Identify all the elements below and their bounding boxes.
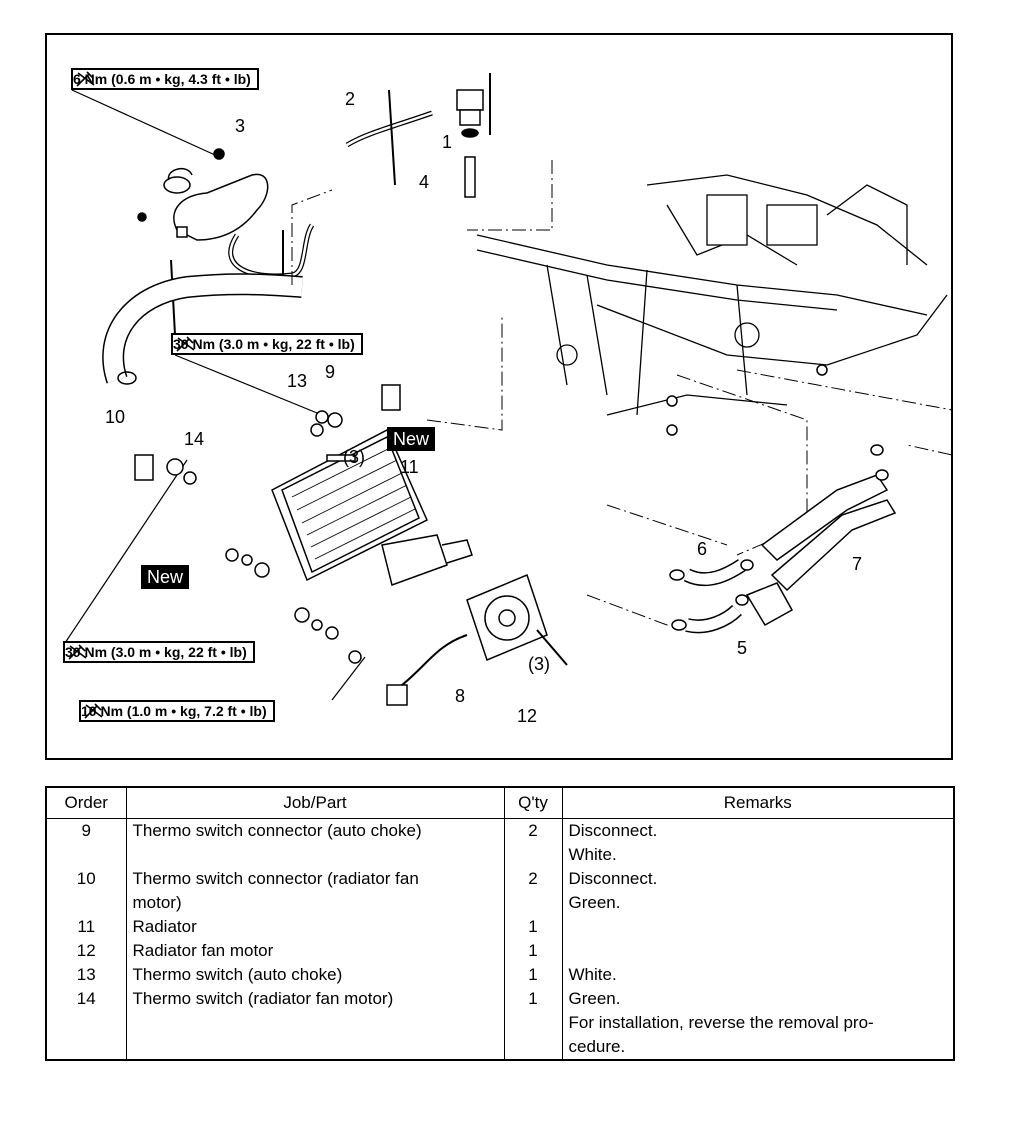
table-row: 9 Thermo switch connector (auto choke) 2… xyxy=(45,818,955,867)
cell-part: Radiator fan motor xyxy=(125,939,505,963)
callout-13: 13 xyxy=(287,371,308,391)
radiator-cap xyxy=(456,73,491,198)
header-order: Order xyxy=(45,786,127,819)
torque-spec-30nm-lower: 30 Nm (3.0 m • kg, 22 ft • lb) xyxy=(63,641,255,663)
callout-9: 9 xyxy=(325,362,336,382)
callout-5: 5 xyxy=(737,638,748,658)
cell-order: 10 xyxy=(45,867,127,915)
remark-line: White. xyxy=(568,845,617,864)
cell-order: 14 xyxy=(45,987,127,1060)
callout-1: 1 xyxy=(442,132,453,152)
callout-4: 4 xyxy=(419,172,430,192)
remark-line: White. xyxy=(568,965,617,984)
callout-6: 6 xyxy=(697,539,708,559)
leader-line xyxy=(331,656,366,701)
header-qty: Q'ty xyxy=(503,786,563,819)
cell-remarks xyxy=(561,915,955,939)
table-row: 12 Radiator fan motor 1 xyxy=(45,939,955,963)
torque-spec-30nm-upper: 30 Nm (3.0 m • kg, 22 ft • lb) xyxy=(171,333,363,355)
callout-14: 14 xyxy=(184,429,205,449)
callout-11: 11 xyxy=(400,457,419,477)
leader-line xyxy=(71,89,216,156)
callout-12: 12 xyxy=(517,706,538,726)
torque-value: 10 Nm (1.0 m • kg, 7.2 ft • lb) xyxy=(81,703,267,719)
torque-spec-10nm: 10 Nm (1.0 m • kg, 7.2 ft • lb) xyxy=(79,700,275,722)
part-line: motor) xyxy=(132,893,182,912)
thermo-switch-radiator-fan xyxy=(134,454,197,485)
callout-10: 10 xyxy=(105,407,126,427)
cell-qty: 1 xyxy=(503,987,563,1060)
reservoir-tank xyxy=(137,148,269,241)
torque-wrench-icon xyxy=(76,71,95,87)
remark-line: Disconnect. xyxy=(568,821,658,840)
header-job-part: Job/Part xyxy=(125,786,505,819)
table-row: 14 Thermo switch (radiator fan motor) 1 … xyxy=(45,987,955,1060)
callout-bolt-qty: (3) xyxy=(528,654,550,674)
leader-line xyxy=(64,459,188,644)
callout-bolt-qty: (3) xyxy=(343,447,365,467)
cell-qty: 2 xyxy=(503,818,563,867)
cell-qty: 1 xyxy=(503,915,563,939)
callout-8: 8 xyxy=(455,686,466,706)
part-line: Thermo switch connector (radiator fan xyxy=(132,869,419,888)
cell-remarks: Disconnect. Green. xyxy=(561,867,955,915)
torque-value: 30 Nm (3.0 m • kg, 22 ft • lb) xyxy=(173,336,355,352)
header-remarks: Remarks xyxy=(561,786,955,819)
cell-part: Thermo switch connector (radiator fan mo… xyxy=(125,867,505,915)
callout-3: 3 xyxy=(235,116,246,136)
cell-part: Thermo switch connector (auto choke) xyxy=(125,818,505,867)
radiator-fan-motor xyxy=(386,573,568,706)
water-pipe xyxy=(745,474,897,627)
table-row: 11 Radiator 1 xyxy=(45,915,955,939)
cell-remarks: Disconnect. White. xyxy=(561,818,955,867)
cell-part: Radiator xyxy=(125,915,505,939)
parts-table: Order Job/Part Q'ty Remarks 9 Thermo swi… xyxy=(45,786,955,1061)
cell-order: 9 xyxy=(45,818,127,867)
torque-wrench-icon xyxy=(176,336,195,352)
callout-7: 7 xyxy=(852,554,863,574)
torque-value: 30 Nm (3.0 m • kg, 22 ft • lb) xyxy=(65,644,247,660)
leader-line xyxy=(174,354,323,416)
remark-line: Green. xyxy=(568,989,621,1008)
cell-order: 12 xyxy=(45,939,127,963)
remark-line: Disconnect. xyxy=(568,869,658,888)
radiator xyxy=(271,428,473,586)
torque-spec-6nm: 6 Nm (0.6 m • kg, 4.3 ft • lb) xyxy=(71,68,259,90)
table-header-row: Order Job/Part Q'ty Remarks xyxy=(45,786,955,819)
motorcycle-frame xyxy=(476,174,948,416)
cell-order: 13 xyxy=(45,963,127,987)
exploded-parts-diagram: 6 Nm (0.6 m • kg, 4.3 ft • lb) 30 Nm (3.… xyxy=(45,33,953,760)
cell-qty: 1 xyxy=(503,939,563,963)
cell-remarks: Green. For installation, reverse the rem… xyxy=(561,987,955,1060)
cell-part: Thermo switch (auto choke) xyxy=(125,963,505,987)
new-badge: New xyxy=(141,565,190,589)
cell-qty: 1 xyxy=(503,963,563,987)
cell-order: 11 xyxy=(45,915,127,939)
torque-wrench-icon xyxy=(68,644,87,660)
cell-remarks: White. xyxy=(561,963,955,987)
remark-line: Green. xyxy=(568,893,621,912)
new-badge: New xyxy=(387,427,436,451)
torque-wrench-icon xyxy=(84,703,103,719)
thermo-switch-auto-choke xyxy=(310,384,401,437)
torque-value: 6 Nm (0.6 m • kg, 4.3 ft • lb) xyxy=(73,71,251,87)
diagram-drawing xyxy=(64,73,951,706)
table-row: 10 Thermo switch connector (radiator fan… xyxy=(45,867,955,915)
table-row: 13 Thermo switch (auto choke) 1 White. xyxy=(45,963,955,987)
cell-remarks xyxy=(561,939,955,963)
remark-line: For installation, reverse the removal pr… xyxy=(568,1013,874,1032)
callout-2: 2 xyxy=(345,89,356,109)
cell-qty: 2 xyxy=(503,867,563,915)
remark-line: cedure. xyxy=(568,1037,626,1056)
cell-part: Thermo switch (radiator fan motor) xyxy=(125,987,505,1060)
